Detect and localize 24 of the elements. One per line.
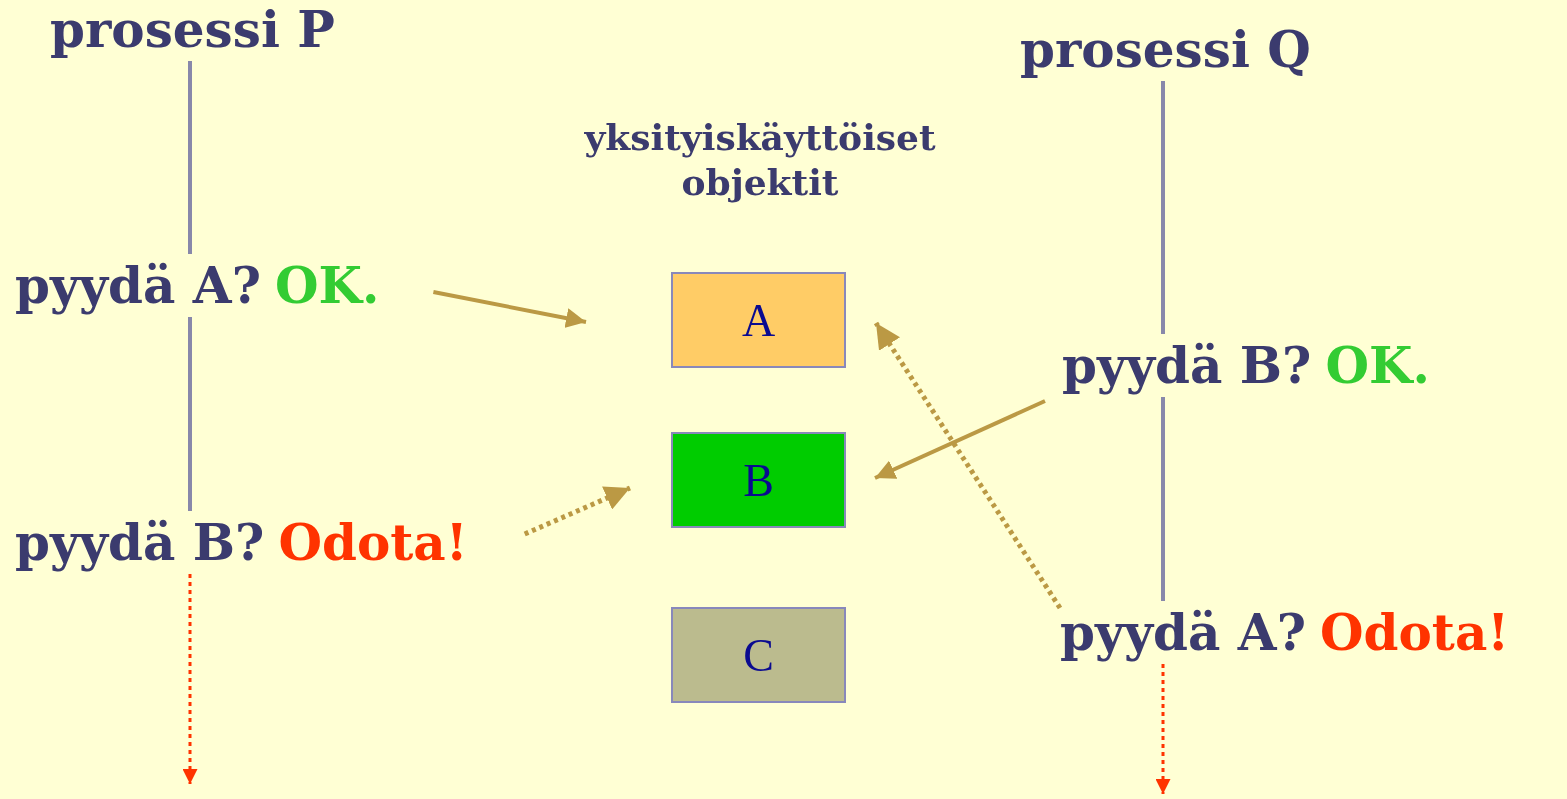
arrow	[432, 290, 587, 328]
arrow	[874, 399, 1046, 480]
object-box: C	[671, 607, 846, 703]
arrow	[182, 574, 198, 784]
request-text: pyydä A?	[1060, 603, 1306, 662]
arrow	[873, 321, 1063, 610]
timeline-line	[1161, 397, 1165, 601]
status-text: OK.	[274, 256, 380, 315]
request-text: pyydä B?	[15, 513, 265, 572]
group-heading: yksityiskäyttöiset objektit	[583, 115, 937, 205]
request-text: pyydä A?	[15, 256, 261, 315]
timeline-line	[188, 317, 192, 511]
process-heading: prosessi Q	[1020, 22, 1311, 77]
request-text: pyydä B?	[1062, 336, 1312, 395]
status-text: Odota!	[278, 513, 468, 572]
status-text: Odota!	[1319, 603, 1510, 662]
arrow	[523, 485, 631, 537]
object-box: A	[671, 272, 846, 368]
timeline-line	[1161, 81, 1165, 334]
process-heading: prosessi P	[50, 2, 335, 57]
arrow	[1155, 664, 1171, 794]
object-box: B	[671, 432, 846, 528]
status-text: OK.	[1325, 336, 1430, 395]
timeline-line	[188, 61, 192, 254]
